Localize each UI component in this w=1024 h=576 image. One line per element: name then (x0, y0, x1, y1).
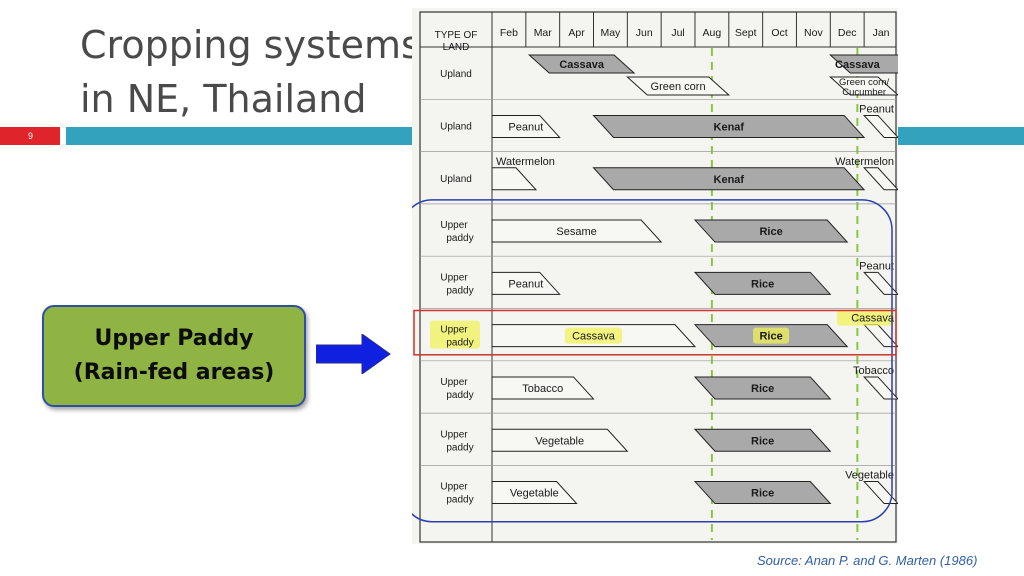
crop-label: Peanut (508, 121, 543, 133)
crop-bar-peanut (862, 271, 898, 295)
crop-label-marker (837, 309, 894, 326)
crop-label-line-2: Cucumber (842, 87, 886, 98)
crop-bar-rice (693, 428, 832, 452)
crop-label: Rice (751, 435, 774, 447)
month-header-jun: Jun (636, 27, 653, 39)
crop-bar-peanut (862, 114, 898, 138)
land-label: Upland (440, 174, 472, 185)
crop-bar-rice (693, 376, 832, 400)
crop-label: Rice (759, 226, 782, 238)
crop-bar-peanut (491, 271, 561, 295)
crop-label: Peanut (859, 260, 894, 272)
crop-label: Kenaf (714, 121, 745, 133)
crop-label: Tobacco (522, 383, 563, 395)
crop-label: Vegetable (845, 470, 894, 482)
month-header-jul: Jul (671, 27, 684, 39)
land-label-marker (430, 320, 480, 349)
rain-fed-row-highlight (413, 309, 897, 356)
land-label: paddy (446, 390, 473, 401)
crop-label: Peanut (859, 103, 894, 115)
land-label: Upland (440, 69, 472, 80)
title-line-2: in NE, Thailand (80, 77, 367, 121)
source-citation: Source: Anan P. and G. Marten (1986) (757, 553, 978, 568)
land-label: Upper (440, 220, 468, 231)
crop-bar-rice (693, 219, 849, 243)
land-label: Upland (440, 121, 472, 132)
crop-bar-watermelon (491, 167, 538, 191)
land-label: paddy (446, 285, 473, 296)
crop-bar-vegetable (491, 428, 629, 452)
crop-bar-rice (693, 481, 832, 505)
crop-label: Watermelon (496, 156, 555, 168)
callout-line-2: (Rain-fed areas) (73, 360, 275, 385)
upper-paddy-highlight-oval (412, 199, 893, 523)
land-label: Upper (440, 377, 468, 388)
crop-label: Green corn (651, 81, 706, 93)
crop-label: Cassava (572, 331, 616, 343)
corner-header-line-1: TYPE OF (435, 30, 478, 41)
crop-label: Rice (751, 383, 774, 395)
title-line-1: Cropping systems (80, 23, 421, 67)
crop-bar-tobacco (862, 376, 898, 400)
month-header-jan: Jan (873, 27, 890, 39)
land-label: paddy (446, 233, 473, 244)
crop-bar-kenaf (592, 167, 866, 191)
page-number-badge: 9 (0, 127, 60, 145)
crop-bar-vegetable (862, 481, 898, 505)
upper-paddy-callout: Upper Paddy (Rain-fed areas) (42, 305, 306, 407)
crop-bar-rice (693, 271, 832, 295)
crop-label: Rice (751, 488, 774, 500)
crop-bar-peanut (491, 114, 561, 138)
accent-bar-right (898, 127, 1024, 145)
table-frame (419, 11, 897, 543)
crop-label: Green corn/ (839, 77, 890, 88)
slide-title: Cropping systems in NE, Thailand (80, 18, 421, 126)
crop-label: Vegetable (510, 488, 559, 500)
month-header-sept: Sept (735, 27, 757, 39)
crop-bar-green-corn- (828, 76, 898, 96)
crop-bar-cassava (527, 54, 636, 74)
land-label: Upper (440, 482, 468, 493)
month-header-nov: Nov (804, 27, 823, 39)
crop-label: Kenaf (714, 174, 745, 186)
land-label: Upper (440, 325, 468, 336)
crop-label: Cassava (835, 59, 881, 71)
crop-label: Peanut (508, 278, 543, 290)
month-header-feb: Feb (500, 27, 518, 39)
crop-label: Rice (751, 278, 774, 290)
land-label: paddy (446, 442, 473, 453)
land-label: Upper (440, 272, 468, 283)
corner-header-line-2: LAND (443, 42, 470, 53)
crop-bar-vegetable (491, 481, 578, 505)
crop-label: Vegetable (535, 435, 584, 447)
month-header-mar: Mar (534, 27, 553, 39)
crop-bar-kenaf (592, 114, 866, 138)
callout-line-1: Upper Paddy (94, 326, 254, 351)
land-label: Upper (440, 429, 468, 440)
crop-bar-cassava (828, 54, 898, 74)
month-header-dec: Dec (838, 27, 857, 39)
crop-label-marker (564, 327, 622, 344)
crop-label: Sesame (556, 226, 596, 238)
crop-label: Cassava (559, 59, 605, 71)
month-header-aug: Aug (703, 27, 722, 39)
crop-label: Rice (759, 331, 782, 343)
crop-label: Watermelon (835, 156, 894, 168)
crop-label: Cassava (851, 313, 895, 325)
crop-label-marker (753, 327, 790, 344)
right-arrow-icon (316, 334, 391, 374)
land-label: paddy (446, 338, 473, 349)
month-header-apr: Apr (568, 27, 585, 39)
crop-bar-green-corn (626, 76, 731, 96)
month-header-may: May (600, 27, 621, 39)
cropping-calendar-diagram: Feb Mar Apr May Jun Jul Aug Sept Oct Nov Dec Jan TYP… (412, 8, 898, 544)
crop-bar-sesame (491, 219, 663, 243)
crop-bar-tobacco (491, 376, 595, 400)
land-label: paddy (446, 495, 473, 506)
crop-bar-watermelon (862, 167, 898, 191)
accent-bar-left (66, 127, 412, 145)
crop-label: Tobacco (853, 365, 894, 377)
month-header-oct: Oct (771, 27, 787, 39)
